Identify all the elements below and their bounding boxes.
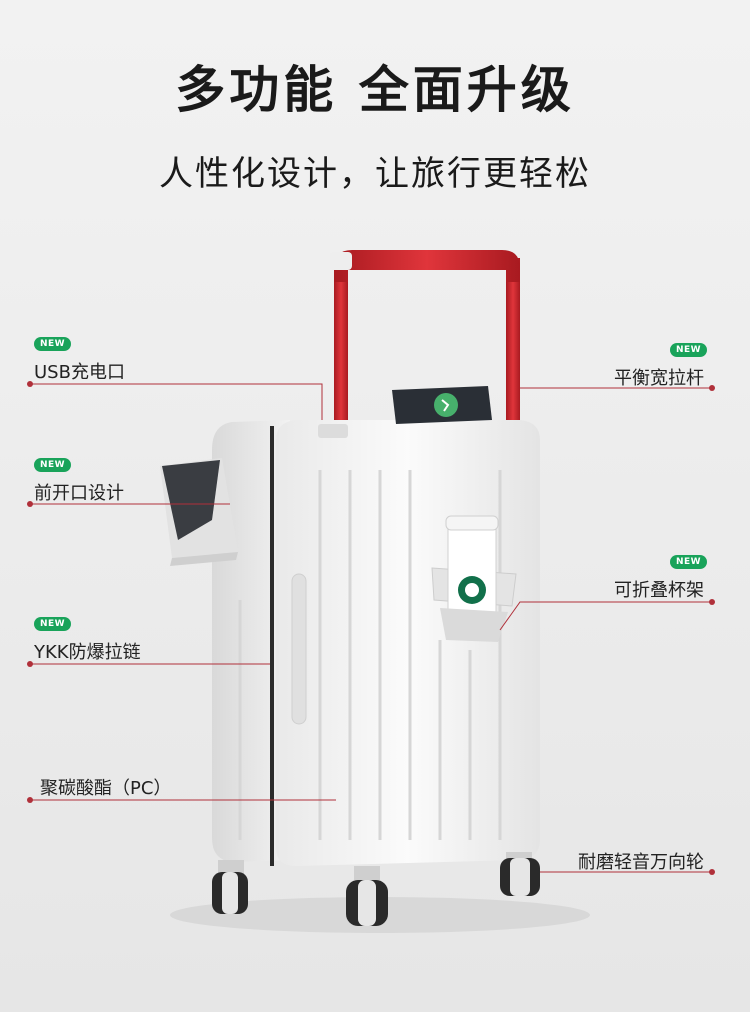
new-badge: NEW: [670, 555, 708, 569]
trolley-handle: [330, 250, 520, 446]
new-badge: NEW: [34, 617, 72, 631]
feature-handle-label: 平衡宽拉杆: [614, 368, 704, 389]
phone-on-top: [392, 386, 492, 424]
feature-cup-holder-label: 可折叠杯架: [614, 580, 704, 601]
feature-wheels-label: 耐磨轻音万向轮: [578, 852, 704, 873]
leader-lines: [30, 383, 712, 873]
side-grip: [291, 573, 307, 725]
new-badge: NEW: [34, 337, 72, 351]
new-badge: NEW: [670, 343, 708, 357]
feature-usb-label: USB充电口: [34, 362, 125, 383]
wheels: [212, 852, 540, 926]
front-open-lid: [160, 458, 238, 566]
page-title: 多功能 全面升级: [175, 61, 575, 119]
page-subtitle: 人性化设计，让旅行更轻松: [159, 154, 591, 194]
feature-zipper-label: YKK防爆拉链: [34, 642, 141, 663]
new-badge: NEW: [34, 458, 72, 472]
feature-front-open-label: 前开口设计: [34, 483, 124, 504]
leader-dots: [27, 381, 715, 875]
feature-material-label: 聚碳酸酯（PC）: [40, 778, 172, 799]
usb-port: [318, 424, 348, 438]
cup-holder: [431, 515, 517, 642]
